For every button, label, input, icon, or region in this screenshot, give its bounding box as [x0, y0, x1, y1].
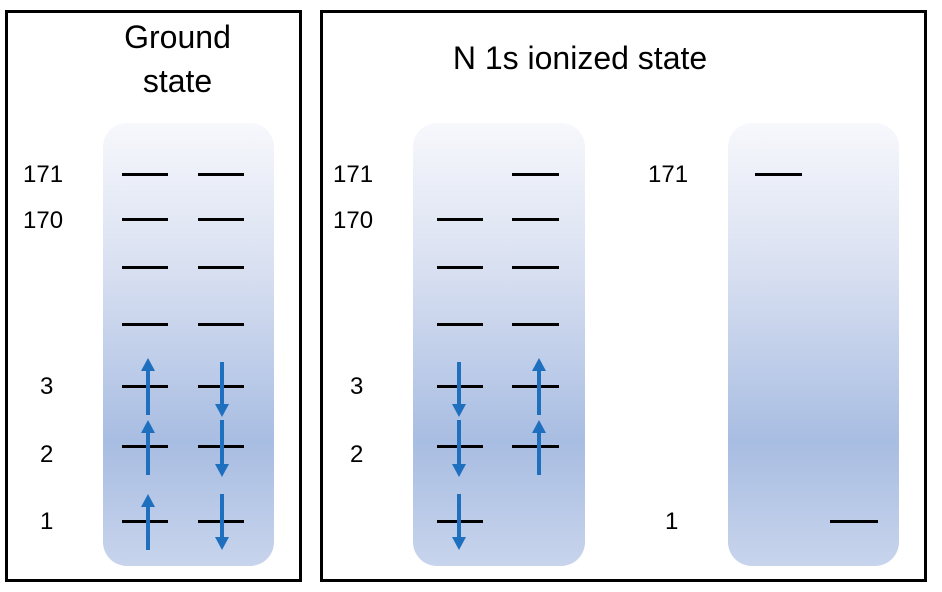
- ground-label-171: 171: [23, 161, 64, 188]
- ionized-a-level-3-beta: [512, 385, 559, 388]
- ground-label-2: 2: [40, 441, 54, 468]
- ionized-a-level-2-beta: [512, 445, 559, 448]
- ground-level-169-alpha: [122, 266, 168, 269]
- ionized-a-level-168-alpha: [437, 323, 483, 326]
- ground-level-1-alpha: [122, 520, 168, 523]
- ionized-b-level-171: [755, 173, 802, 176]
- ground-state-title-line1: Ground: [124, 19, 231, 55]
- ground-state-title-line2: state: [142, 63, 213, 99]
- ground-label-170: 170: [23, 207, 64, 234]
- ionized-state-title: N 1s ionized state: [452, 40, 708, 76]
- ground-level-2-alpha: [122, 445, 168, 448]
- ionized-a-level-169-beta: [512, 266, 559, 269]
- ionized-b-level-1: [830, 520, 878, 523]
- spin-up-arrow-icon: [141, 420, 155, 475]
- ionized-a-level-170-beta: [512, 218, 559, 221]
- ionized-a-label-170: 170: [333, 207, 374, 234]
- spin-down-arrow-icon: [452, 362, 466, 417]
- ionized-b-label-171: 171: [648, 161, 689, 188]
- spin-up-arrow-icon: [141, 358, 155, 415]
- spin-up-arrow-icon: [141, 494, 155, 550]
- ground-level-170-alpha: [122, 218, 168, 221]
- ground-level-168-alpha: [122, 323, 168, 326]
- ionized-a-level-168-beta: [512, 323, 559, 326]
- ground-level-169-beta: [198, 266, 244, 269]
- ionized-a-level-171-beta: [512, 173, 559, 176]
- ground-level-3-alpha: [122, 385, 168, 388]
- spin-up-arrow-icon: [532, 358, 546, 415]
- ionized-a-label-3: 3: [350, 373, 364, 400]
- ionized-a-level-170-alpha: [437, 218, 483, 221]
- ground-level-171-beta: [198, 173, 244, 176]
- ground-level-171-alpha: [122, 173, 168, 176]
- spin-down-arrow-icon: [452, 420, 466, 477]
- spin-down-arrow-icon: [215, 494, 229, 550]
- ground-label-1: 1: [40, 508, 54, 535]
- spin-down-arrow-icon: [452, 494, 466, 550]
- spin-down-arrow-icon: [215, 362, 229, 417]
- ground-level-170-beta: [198, 218, 244, 221]
- ionized-orbital-column-a: [413, 123, 585, 566]
- ionized-a-level-169-alpha: [437, 266, 483, 269]
- spin-down-arrow-icon: [215, 420, 229, 477]
- spin-up-arrow-icon: [532, 420, 546, 475]
- ground-label-3: 3: [40, 373, 54, 400]
- ionized-a-label-2: 2: [350, 441, 364, 468]
- ground-level-168-beta: [198, 323, 244, 326]
- ground-orbital-column: [103, 123, 274, 566]
- ground-state-title: Ground state: [100, 15, 255, 103]
- ionized-b-label-1: 1: [665, 508, 679, 535]
- ionized-a-label-171: 171: [333, 161, 374, 188]
- ionized-orbital-column-b: [728, 123, 899, 566]
